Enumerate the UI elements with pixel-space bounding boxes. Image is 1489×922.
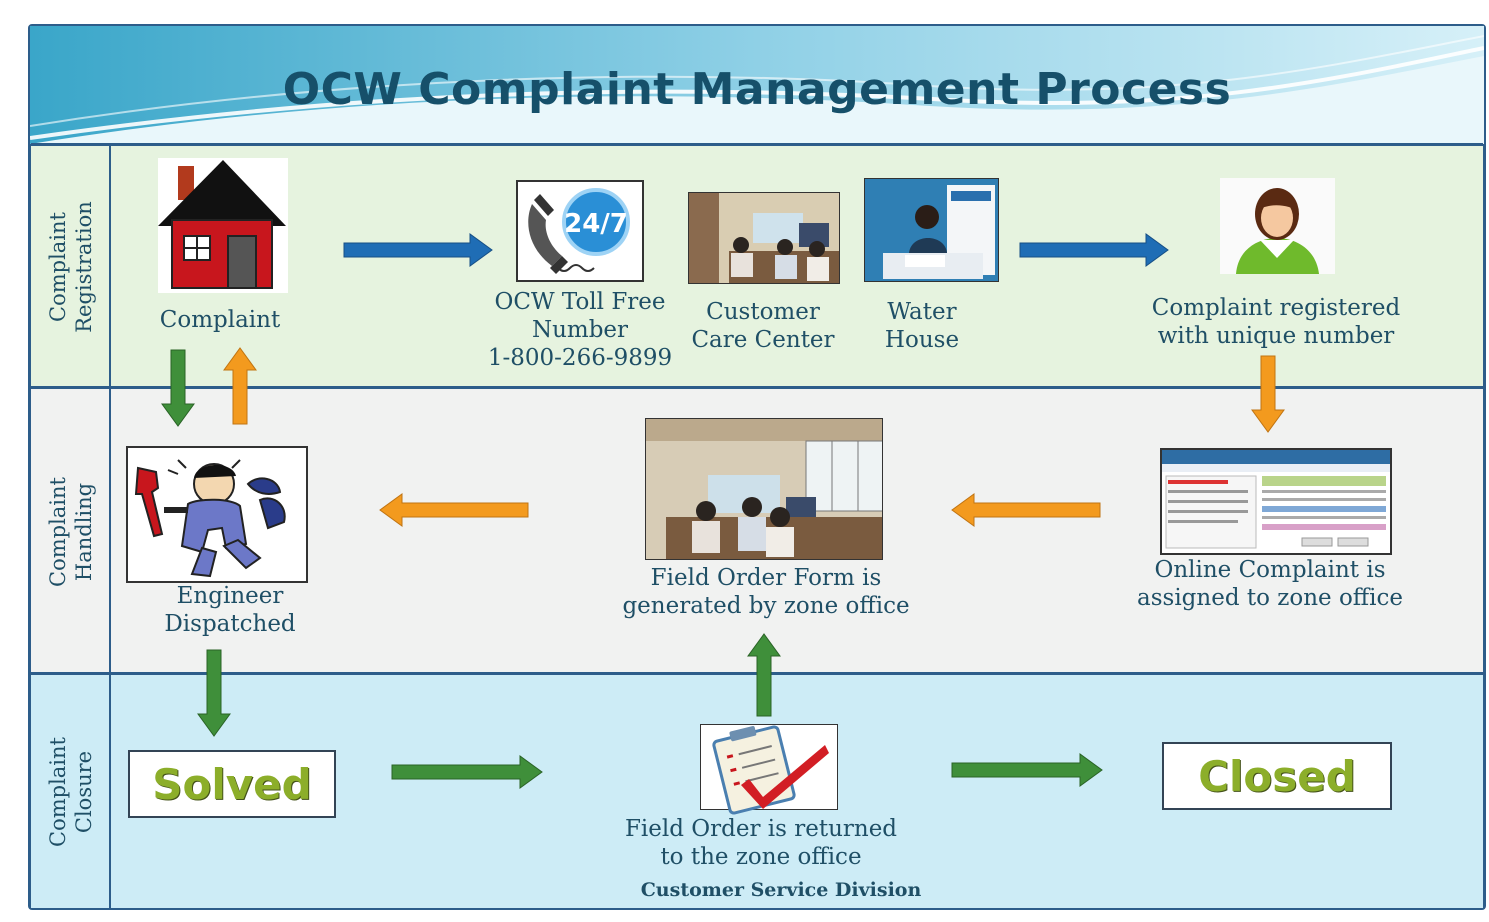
complaint-label: Complaint	[159, 307, 281, 333]
division-label: Customer Service Division	[640, 879, 922, 901]
lane-label-handling: Complaint Handling	[46, 476, 96, 587]
lane-label-box: Complaint Registration	[31, 146, 111, 388]
toll-badge-text: 24/7	[564, 209, 628, 239]
lane-label-registration: Complaint Registration	[46, 201, 96, 333]
toll-free-label: OCW Toll Free Number 1-800-266-9899	[487, 289, 673, 371]
water-house-scene	[865, 179, 998, 281]
zone-office-scene	[646, 419, 882, 559]
lane-label-closure: Complaint Closure	[46, 736, 96, 847]
arrow-right-blue	[343, 233, 493, 267]
customer-care-label: Customer Care Center	[691, 299, 835, 353]
lane-label-box: Complaint Closure	[31, 675, 111, 908]
water-house-photo	[864, 178, 999, 282]
field-order-clipboard	[700, 724, 838, 815]
arrow-up-orange	[223, 347, 257, 425]
engineer-photo	[126, 446, 308, 583]
arrow-down-orange	[1251, 355, 1285, 433]
lane-label-box: Complaint Handling	[31, 389, 111, 674]
closed-box: Closed	[1162, 742, 1392, 810]
arrow-left-orange	[379, 493, 529, 527]
registered-label: Complaint registered with unique number	[1151, 295, 1401, 349]
online-complaint-screenshot	[1160, 448, 1392, 555]
zone-office-photo	[645, 418, 883, 560]
arrow-right-green	[391, 755, 543, 789]
clipboard-check-icon	[712, 725, 829, 815]
solved-box: Solved	[128, 750, 336, 818]
online-assigned-label: Online Complaint is assigned to zone off…	[1137, 557, 1403, 611]
arrow-down-green	[161, 349, 195, 427]
customer-care-photo	[688, 192, 840, 284]
engineer-label: Engineer Dispatched	[164, 583, 296, 637]
mechanic-icon	[134, 459, 286, 578]
house-icon	[158, 158, 288, 293]
customer-care-scene	[689, 193, 839, 283]
water-house-label: Water House	[884, 299, 960, 353]
header-banner: OCW Complaint Management Process	[30, 26, 1484, 144]
arrow-down-green	[197, 649, 231, 737]
field-order-returned-label: Field Order is returned to the zone offi…	[624, 816, 898, 870]
arrow-right-blue	[1019, 233, 1169, 267]
phone-247-icon: 24/7	[528, 188, 630, 274]
agent-avatar-icon	[1220, 178, 1335, 274]
arrow-right-green	[951, 753, 1103, 787]
field-order-form-label: Field Order Form is generated by zone of…	[622, 565, 910, 619]
toll-free-phone-tile: 24/7	[516, 180, 644, 282]
header-wave	[30, 26, 1484, 144]
arrow-left-orange	[951, 493, 1101, 527]
online-screen-icon	[1162, 450, 1390, 549]
arrow-up-green	[747, 633, 781, 717]
page-title: OCW Complaint Management Process	[282, 64, 1232, 115]
